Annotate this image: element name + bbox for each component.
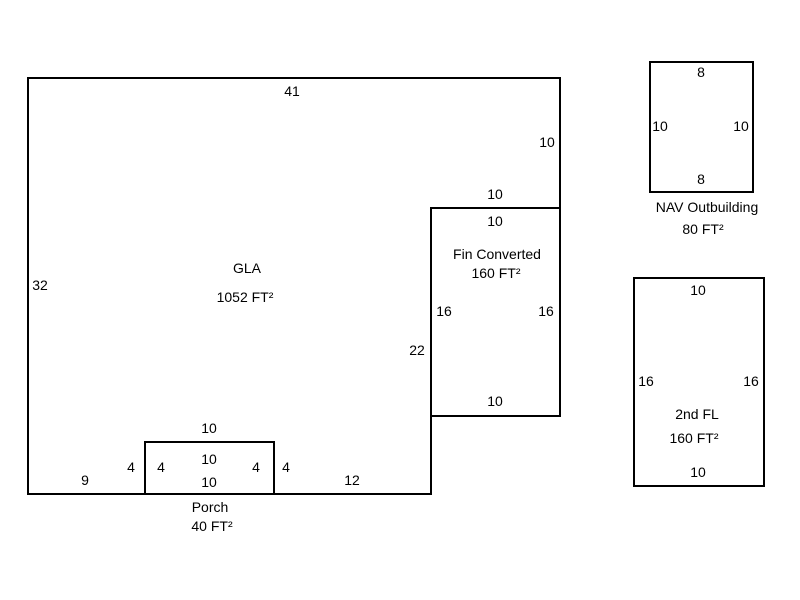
gla-dim-porch-top: 10 [201, 420, 217, 436]
nav-outbuilding-outline [649, 61, 754, 193]
second-fl-dim-top: 10 [690, 282, 706, 298]
fin-dim-bottom: 10 [487, 393, 503, 409]
second-fl-dim-right: 16 [743, 373, 759, 389]
fin-converted-outline [430, 207, 561, 417]
fin-name: Fin Converted [453, 246, 541, 262]
fin-dim-top: 10 [487, 213, 503, 229]
second-fl-dim-left: 16 [638, 373, 654, 389]
gla-dim-top: 41 [284, 83, 300, 99]
nav-name: NAV Outbuilding [656, 199, 758, 215]
fin-dim-top-outer: 10 [487, 186, 503, 202]
gla-dim-bottom-left: 9 [81, 472, 89, 488]
second-fl-dim-bottom: 10 [690, 464, 706, 480]
fin-dim-left: 16 [436, 303, 452, 319]
gla-outline [27, 77, 561, 495]
second-fl-area: 160 FT² [669, 430, 718, 446]
gla-dim-inner-right: 22 [409, 342, 425, 358]
gla-dim-left: 32 [32, 277, 48, 293]
fin-area: 160 FT² [471, 265, 520, 281]
porch-dim-bottom: 10 [201, 474, 217, 490]
nav-area: 80 FT² [682, 221, 724, 237]
gla-area: 1052 FT² [217, 289, 274, 305]
nav-dim-bottom: 8 [697, 171, 705, 187]
porch-outline [144, 441, 275, 495]
porch-area: 40 FT² [191, 518, 233, 534]
gla-dim-porch-left: 4 [127, 459, 135, 475]
nav-dim-top: 8 [697, 64, 705, 80]
gla-dim-right-upper: 10 [539, 134, 555, 150]
porch-dim-left: 4 [157, 459, 165, 475]
porch-dim-right: 4 [252, 459, 260, 475]
gla-name: GLA [233, 260, 262, 276]
fin-dim-right: 16 [538, 303, 554, 319]
second-fl-name: 2nd FL [675, 406, 719, 422]
porch-dim-top: 10 [201, 451, 217, 467]
second-floor-outline [633, 277, 765, 487]
porch-name: Porch [192, 499, 229, 515]
nav-dim-left: 10 [652, 118, 668, 134]
gla-dim-bottom-right: 12 [344, 472, 360, 488]
gla-dim-porch-right: 4 [282, 459, 290, 475]
nav-dim-right: 10 [733, 118, 749, 134]
